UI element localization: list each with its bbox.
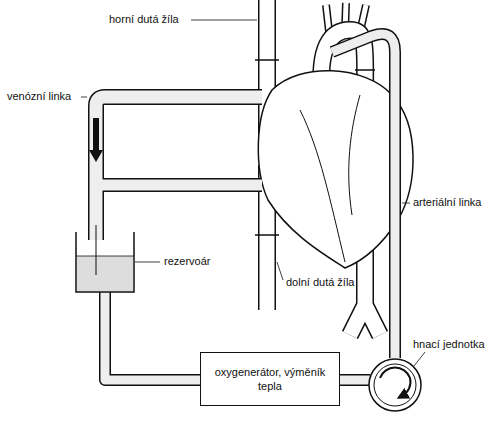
blood-tube [340,376,370,385]
flow-arrow [89,118,103,162]
tube-outline [332,34,395,358]
tube-outline [340,374,370,386]
part-label: venózní linka [6,90,72,103]
leader-line [277,262,283,280]
blood-tube [105,292,200,380]
tube-end [96,225,97,275]
arterial-line [332,34,395,358]
pump-rotation-arrow [380,368,410,396]
part-label: rezervoár [163,255,211,268]
part-label: hnací jednotka [412,338,486,351]
venous-line-branch [96,180,262,191]
tube-outline [105,292,200,380]
reservoir-ground [76,240,134,292]
fluid-level [76,256,134,257]
part-label: horní dutá žíla [108,13,180,26]
reservoir-fluid [77,256,133,291]
leader-lines [81,20,425,366]
heart-grooves [300,95,360,262]
part-label: dolní dutá žíla [285,276,356,289]
tube-outline [96,178,262,192]
leader-line [414,352,425,366]
reservoir [76,232,134,292]
process-box: oxygenerátor, výměník tepla [200,352,340,406]
pump-rotor [374,364,416,406]
leader-line [81,97,87,98]
leader-line [402,203,410,204]
part-label: arteriální linka [412,196,482,209]
vessel-ties [255,60,375,235]
leader-line [191,20,257,21]
leader-line [135,262,160,263]
pump [369,359,421,411]
box-text: oxygenerátor, výměník tepla [201,365,339,393]
